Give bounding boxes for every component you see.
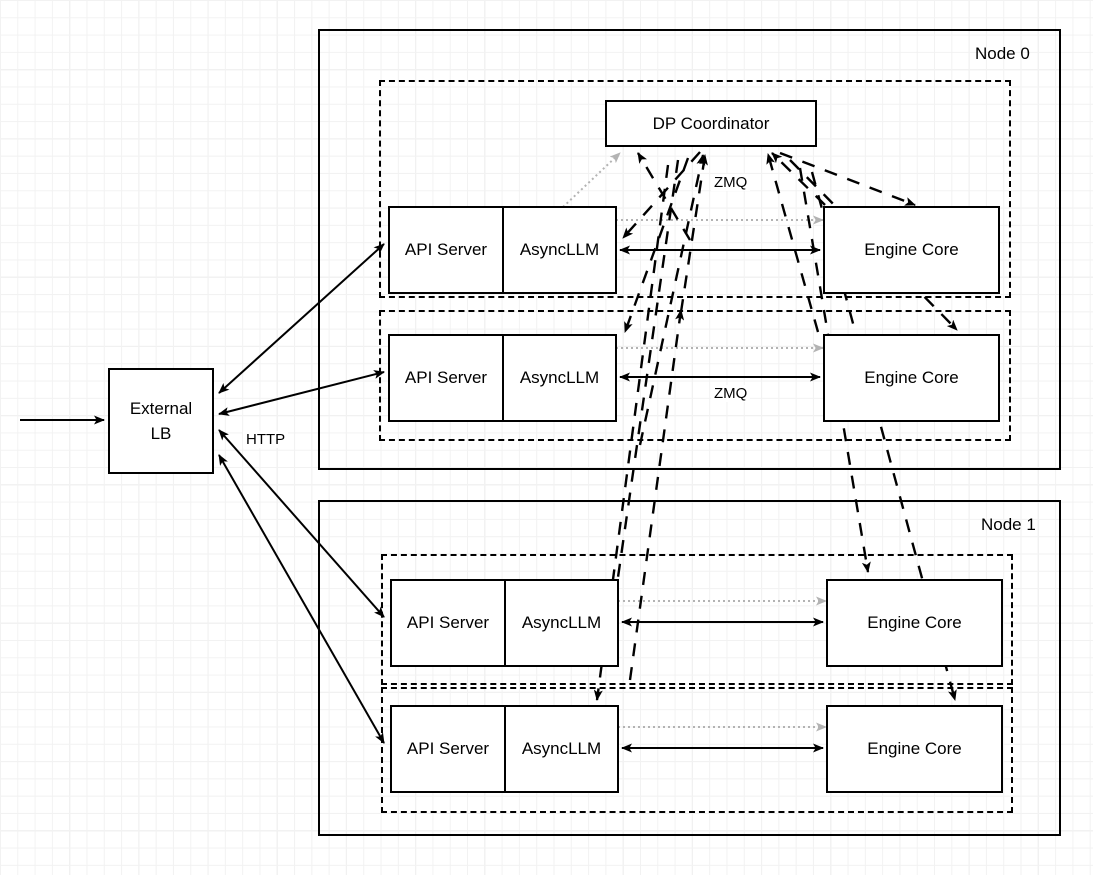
engine-core-n0r0[interactable]: Engine Core [823, 206, 1000, 294]
dp-rank-group-n0r1 [379, 310, 1011, 441]
dp-rank-group-n0r0 [379, 80, 1011, 298]
edge-label-http: HTTP [243, 431, 289, 448]
asyncllm-label-n1r0: AsyncLLM [504, 581, 617, 665]
dp-rank-group-n1r1 [381, 687, 1013, 813]
edge-dashed-coordinator-n0r0 [622, 151, 701, 239]
api-server-label-n0r1: API Server [404, 368, 488, 387]
edge-lb-node1-rank1 [218, 454, 385, 744]
edge-dashed-coordinator-n0r1-engine [789, 159, 958, 331]
external-lb-label: External LB [130, 396, 192, 447]
engine-core-n1r0[interactable]: Engine Core [826, 579, 1003, 667]
engine-core-label-n0r1: Engine Core [864, 368, 959, 387]
asyncllm-label-n1r1: AsyncLLM [504, 707, 617, 791]
api-server-asyncllm-n0r1[interactable]: API Server AsyncLLM [388, 334, 617, 422]
edge-dashed-n1r0-async-coordinator-upper [679, 154, 708, 313]
api-server-label-n1r0: API Server [406, 613, 490, 632]
edge-dashed-n0r1-engine-coordinator [766, 153, 820, 333]
edge-dashed-coordinator-n1r1-async [593, 164, 670, 701]
engine-core-n0r1[interactable]: Engine Core [823, 334, 1000, 422]
api-server-asyncllm-n1r1[interactable]: API Server AsyncLLM [390, 705, 619, 793]
edge-lb-node0-rank0 [218, 243, 385, 394]
api-server-label-n0r0: API Server [404, 240, 488, 259]
dp-rank-group-n1r0 [381, 554, 1013, 685]
edge-dashed-n0r0-engine-coordinator [771, 152, 826, 206]
dp-coordinator-box[interactable]: DP Coordinator [605, 100, 817, 147]
engine-core-n1r1[interactable]: Engine Core [826, 705, 1003, 793]
external-lb-box[interactable]: External LB [108, 368, 214, 474]
external-lb-label-line2: LB [150, 424, 172, 443]
edge-dashed-coordinator-n1r0-async [609, 159, 680, 613]
edge-lb-node0-rank1 [218, 370, 385, 416]
node-label-0: Node 0 [975, 44, 1030, 63]
dp-coordinator-label: DP Coordinator [652, 113, 770, 133]
api-server-asyncllm-n1r0[interactable]: API Server AsyncLLM [390, 579, 619, 667]
api-server-asyncllm-n0r0[interactable]: API Server AsyncLLM [388, 206, 617, 294]
edge-dashed-coordinator-n0r1-async [623, 157, 690, 333]
edge-label-zmq-top: ZMQ [711, 174, 751, 191]
edge-dotted-asyncllm-coordinator [562, 152, 621, 208]
edge-label-zmq-mid: ZMQ [711, 385, 751, 402]
external-lb-label-line1: External [129, 398, 193, 418]
engine-core-label-n0r0: Engine Core [864, 240, 959, 259]
edge-dashed-coordinator-to-n0r0-engine [779, 151, 916, 207]
engine-core-label-n1r0: Engine Core [867, 613, 962, 632]
node-container-0 [318, 29, 1061, 470]
node-container-1 [318, 500, 1061, 836]
api-server-label-n1r1: API Server [406, 739, 490, 758]
node-label-1: Node 1 [981, 515, 1036, 534]
edge-dashed-coordinator-n1r1-engine [810, 171, 957, 701]
asyncllm-label-n0r0: AsyncLLM [502, 208, 615, 292]
edge-dashed-n0r1-async-coordinator [638, 154, 706, 446]
asyncllm-label-n0r1: AsyncLLM [502, 336, 615, 420]
engine-core-label-n1r1: Engine Core [867, 739, 962, 758]
